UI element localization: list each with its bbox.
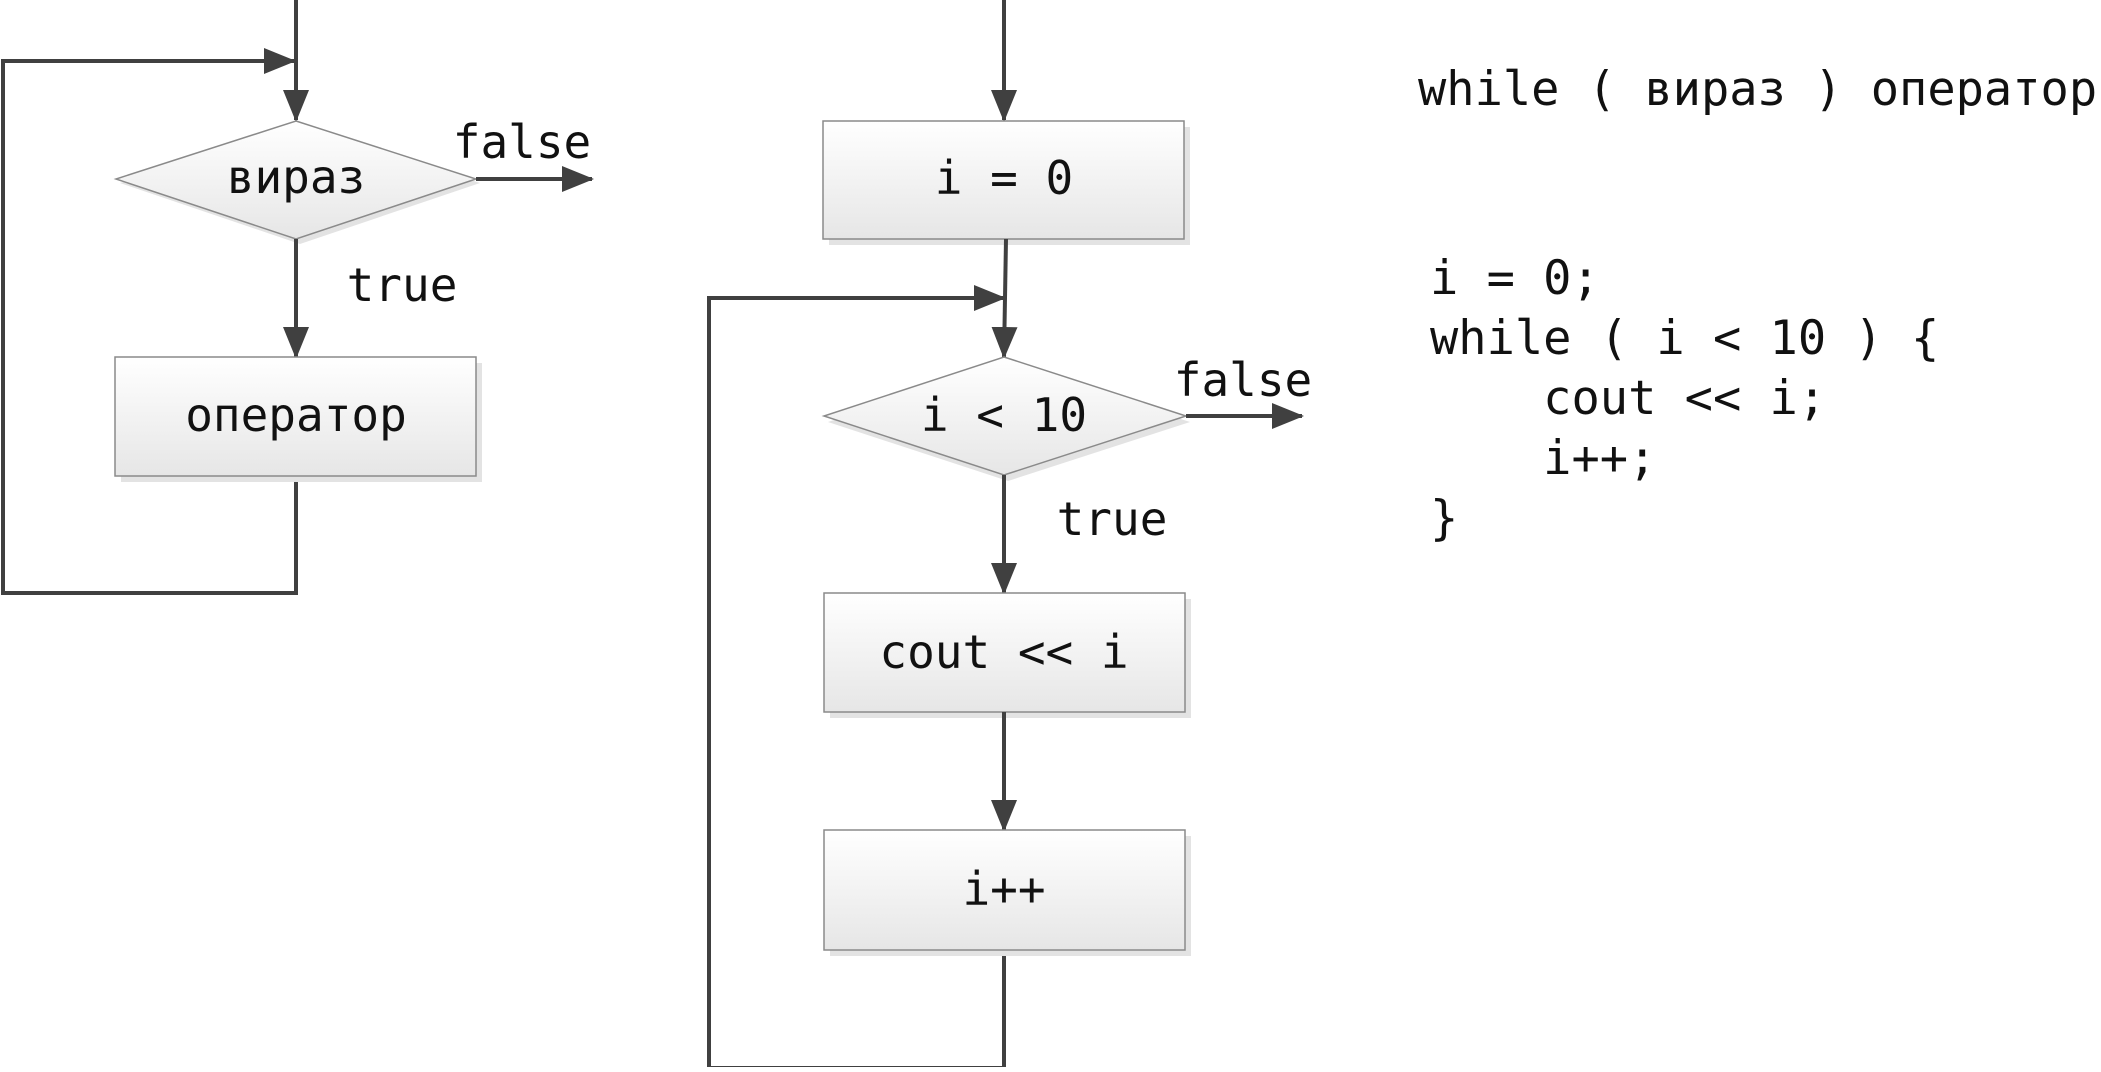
- left-true-label: true: [347, 258, 458, 312]
- middle-flowchart: i = 0 i < 10 false true cout << i i++: [707, 0, 1312, 1070]
- init-box: [822, 120, 1185, 240]
- code-line-1: i = 0;: [1430, 251, 1600, 306]
- body-box: [823, 592, 1186, 713]
- left-false-label: false: [453, 115, 591, 169]
- code-line-4: i++;: [1430, 431, 1657, 486]
- init-to-condition-arrow: [991, 238, 1018, 359]
- middle-condition-text: i < 10: [921, 388, 1087, 442]
- middle-true-label: true: [1057, 492, 1168, 546]
- left-condition-text: вираз: [227, 150, 365, 204]
- init-text: i = 0: [935, 151, 1073, 205]
- left-flowchart: вираз false true оператор: [1, 0, 594, 595]
- left-loop-back-line: [1, 48, 298, 595]
- syntax-line: while ( вираз ) оператор;: [1418, 62, 2101, 117]
- body-text: cout << i: [879, 625, 1128, 679]
- increment-text: i++: [962, 862, 1045, 916]
- code-line-2: while ( i < 10 ) {: [1430, 311, 1940, 366]
- code-line-3: cout << i;: [1430, 371, 1827, 426]
- left-statement-box: [114, 356, 477, 477]
- code-line-5: }: [1430, 491, 1459, 546]
- middle-false-label: false: [1174, 353, 1312, 407]
- left-statement-text: оператор: [185, 388, 407, 442]
- increment-box: [823, 829, 1186, 951]
